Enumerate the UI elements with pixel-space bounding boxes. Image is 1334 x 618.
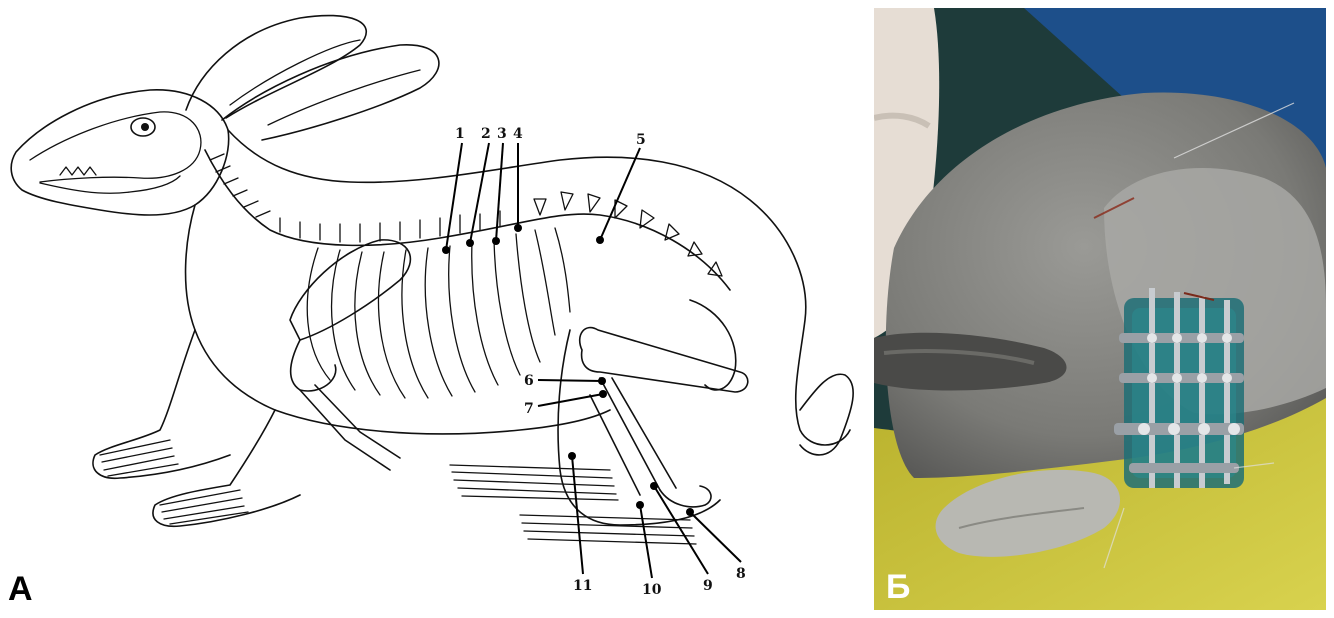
callout-3: 3 bbox=[497, 126, 507, 142]
external-fixator bbox=[1114, 288, 1244, 488]
callout-1: 1 bbox=[455, 126, 465, 142]
rabbit-head bbox=[11, 90, 228, 215]
callout-10: 10 bbox=[642, 582, 662, 598]
calcaneus bbox=[660, 486, 711, 507]
tibia bbox=[600, 378, 676, 490]
callout-2: 2 bbox=[481, 126, 491, 142]
rabbit-skeleton-svg: 1 2 3 4 5 6 7 8 9 10 11 bbox=[0, 0, 868, 613]
callout-7: 7 bbox=[524, 401, 534, 417]
rabbit-ear-back bbox=[222, 45, 439, 140]
forelimb-front bbox=[93, 330, 230, 478]
panel-a-skeleton-drawing: 1 2 3 4 5 6 7 8 9 10 11 А bbox=[0, 0, 868, 613]
vertebrae bbox=[210, 154, 722, 276]
callout-6: 6 bbox=[524, 373, 534, 389]
panel-a-letter: А bbox=[8, 572, 33, 606]
pelvis bbox=[690, 300, 736, 390]
callout-11: 11 bbox=[573, 578, 592, 594]
callout-8: 8 bbox=[736, 566, 746, 582]
fibula bbox=[590, 395, 640, 495]
forepaw-bones bbox=[100, 440, 248, 524]
callout-5: 5 bbox=[636, 132, 646, 148]
callout-4: 4 bbox=[513, 126, 523, 142]
rabbit-ear-front bbox=[186, 16, 366, 118]
panel-b-photo: Б bbox=[874, 8, 1326, 610]
panel-b-letter: Б bbox=[886, 570, 910, 604]
callout-9: 9 bbox=[703, 578, 713, 594]
rabbit-fixator-photo bbox=[874, 8, 1326, 610]
rabbit-tail bbox=[800, 374, 853, 455]
